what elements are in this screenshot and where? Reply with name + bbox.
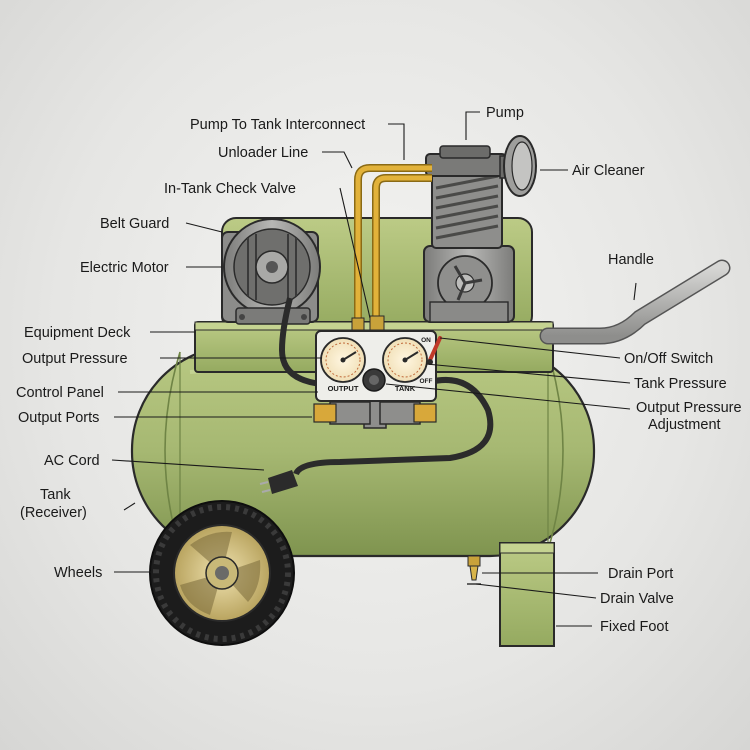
- label-drain-port: Drain Port: [608, 566, 673, 582]
- handle: [539, 259, 731, 345]
- label-pump: Pump: [486, 105, 524, 121]
- tank-pressure-gauge: [382, 337, 428, 383]
- control-panel: OUTPUT TANK ON OFF: [315, 330, 437, 402]
- pump: [423, 145, 515, 323]
- unloader-line: [354, 164, 432, 330]
- output-pressure-gauge: [320, 337, 366, 383]
- pump-to-tank-interconnect: [372, 174, 432, 330]
- label-in-tank-check-valve: In-Tank Check Valve: [164, 181, 296, 197]
- label-output-pressure: Output Pressure: [22, 351, 128, 367]
- output-ports: [313, 397, 437, 429]
- label-ac-cord: AC Cord: [44, 453, 100, 469]
- label-belt-guard: Belt Guard: [100, 216, 169, 232]
- label-output-ports: Output Ports: [18, 410, 99, 426]
- label-tank-pressure: Tank Pressure: [634, 376, 727, 392]
- label-drain-valve: Drain Valve: [600, 591, 674, 607]
- electric-motor: [221, 218, 321, 325]
- leader-lines: [111, 111, 637, 627]
- labels: Pump To Tank Interconnect Pump Unloader …: [16, 105, 742, 635]
- drain-port: [467, 555, 481, 567]
- label-output-pressure-adjustment-line2: Adjustment: [648, 417, 721, 433]
- wheel: [149, 500, 295, 646]
- fixed-foot: [499, 542, 555, 647]
- ac-cord: [259, 297, 494, 494]
- switch-off-label: OFF: [420, 378, 433, 385]
- label-handle: Handle: [608, 252, 654, 268]
- air-cleaner: [499, 135, 537, 197]
- label-pump-to-tank-interconnect: Pump To Tank Interconnect: [190, 117, 365, 133]
- label-equipment-deck: Equipment Deck: [24, 325, 131, 341]
- output-gauge-label: OUTPUT: [328, 384, 359, 393]
- tank-gauge-label: TANK: [395, 384, 416, 393]
- label-air-cleaner: Air Cleaner: [572, 163, 645, 179]
- label-electric-motor: Electric Motor: [80, 260, 169, 276]
- on-off-switch[interactable]: [427, 336, 442, 365]
- label-unloader-line: Unloader Line: [218, 145, 308, 161]
- switch-on-label: ON: [421, 337, 431, 344]
- label-tank-line2: (Receiver): [20, 505, 87, 521]
- label-tank-line1: Tank: [40, 487, 71, 503]
- label-on-off-switch: On/Off Switch: [624, 351, 713, 367]
- drain-valve[interactable]: [467, 565, 481, 585]
- label-control-panel: Control Panel: [16, 385, 104, 401]
- label-output-pressure-adjustment-line1: Output Pressure: [636, 400, 742, 416]
- label-fixed-foot: Fixed Foot: [600, 619, 669, 635]
- output-pressure-adjustment-knob[interactable]: [362, 368, 386, 392]
- label-wheels: Wheels: [54, 565, 102, 581]
